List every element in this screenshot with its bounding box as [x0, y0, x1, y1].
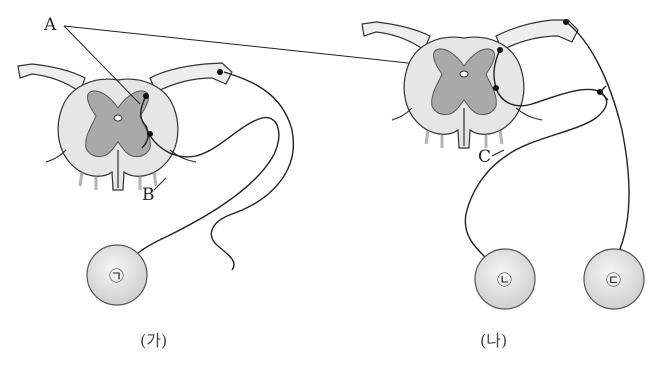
- organ-label-3: ㉢: [606, 271, 621, 289]
- synapse-dot-left-1: [143, 93, 149, 99]
- synapse-dot-right-2: [493, 85, 499, 91]
- organ-label-1: ㉠: [109, 267, 124, 285]
- dorsal-root-right-l: [362, 22, 430, 50]
- sensory-neuron-left: [211, 72, 293, 270]
- sensory-neuron-right: [566, 22, 629, 258]
- label-A: A: [43, 15, 57, 35]
- spinal-cord-right: [362, 20, 578, 148]
- ventral-root-right-r: [516, 108, 542, 120]
- synapse-dot-left-3: [217, 69, 223, 75]
- caption-left: (가): [140, 331, 167, 350]
- label-C: C: [478, 147, 491, 167]
- dorsal-root-left-r: [150, 63, 232, 92]
- label-B: B: [142, 185, 155, 205]
- organ-label-2: ㉡: [497, 271, 512, 289]
- central-canal-right: [460, 71, 468, 77]
- synapse-dot-right-1: [497, 47, 503, 53]
- caption-right: (나): [480, 331, 507, 350]
- leader-C: [492, 150, 504, 156]
- spinal-cord-left: [18, 63, 232, 190]
- dorsal-root-left-l: [18, 64, 85, 92]
- synapse-dot-left-2: [147, 131, 153, 137]
- central-canal-left: [114, 115, 122, 121]
- synapse-dot-right-4: [597, 89, 603, 95]
- synapse-dot-right-3: [563, 19, 569, 25]
